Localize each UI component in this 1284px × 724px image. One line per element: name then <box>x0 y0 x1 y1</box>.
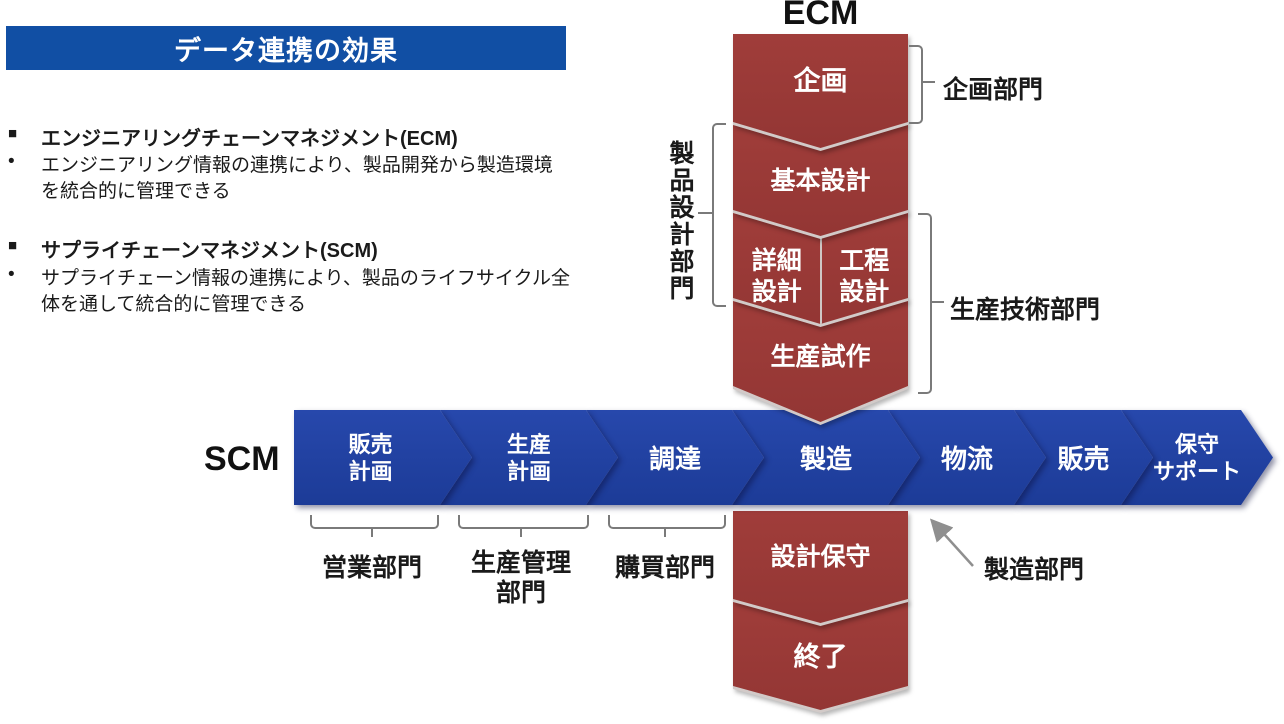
scm-step-label: 販売 計画 <box>348 431 393 484</box>
scm-step-label: 製造 <box>799 444 852 474</box>
scm-heading: サプライチェーンマネジメント(SCM) <box>41 240 378 262</box>
bracket-seisan-kanri-bumon <box>458 515 589 529</box>
chevron-shape: 販売 計画 <box>294 410 472 505</box>
ecm-step-kikaku: 企画 <box>733 34 908 148</box>
split-divider <box>820 236 822 324</box>
bracket-kikaku-bumon <box>909 45 923 124</box>
scm-body: サプライチェーン情報の連携により、製品のライフサイクル全 体を通して統合的に管理… <box>41 268 570 315</box>
ecm-heading: エンジニアリングチェーンマネジメント(ECM) <box>41 128 458 150</box>
ecm-step-label: 設計保守 <box>770 543 871 571</box>
ecm-step-label: 終了 <box>793 642 848 672</box>
seizou-bumon-arrow <box>929 518 974 567</box>
scm-step-label: 調達 <box>648 444 701 474</box>
bracket-tick <box>520 527 522 537</box>
bracket-tick <box>664 527 666 537</box>
bullet-square-icon: ■ <box>8 125 18 142</box>
dept-seizou-bumon: 製造部門 <box>984 556 1085 584</box>
bracket-seihin-sekkei-bumon <box>712 123 726 307</box>
dept-koubai-bumon: 購買部門 <box>615 554 716 582</box>
ecm-step-label: 生産試作 <box>770 343 871 371</box>
ecm-step-sekkei-hoshu: 設計保守 <box>733 511 908 623</box>
ecm-step-koutei-sekkei: 工程 設計 <box>839 247 890 306</box>
dept-eigyou-bumon: 営業部門 <box>322 554 423 582</box>
ecm-title: ECM <box>782 0 859 32</box>
ecm-step-label: 基本設計 <box>770 167 871 195</box>
panel-title-text: データ連携の効果 <box>174 35 398 66</box>
dept-seisan-gijutsu-bumon: 生産技術部門 <box>950 296 1101 324</box>
dept-seisan-kanri-bumon: 生産管理 部門 <box>470 549 571 607</box>
bracket-tick <box>698 212 712 214</box>
chevron-shape: 企画 <box>733 34 908 148</box>
scm-step-hanbai-keikaku: 販売 計画 <box>294 410 472 505</box>
ecm-body: エンジニアリング情報の連携により、製品開発から製造環境 を統合的に管理できる <box>41 155 553 202</box>
bracket-tick <box>921 81 935 83</box>
ecm-step-label: 企画 <box>793 65 848 96</box>
scm-title: SCM <box>204 440 280 478</box>
bullet-square-icon: ■ <box>8 237 18 254</box>
bracket-seisan-gijutsu-bumon <box>918 213 932 394</box>
dept-kikaku-bumon: 企画部門 <box>943 76 1044 104</box>
bracket-eigyou-bumon <box>310 515 439 529</box>
scm-step-label: 生産 計画 <box>506 431 551 484</box>
bracket-tick <box>371 527 373 537</box>
scm-step-label: 販売 <box>1057 444 1110 474</box>
panel-title-bar: データ連携の効果 <box>6 26 566 70</box>
scm-step-label: 物流 <box>940 444 993 474</box>
chevron-shape: 設計保守 <box>733 511 908 623</box>
dept-seihin-sekkei-bumon: 製品設計部門 <box>666 140 694 302</box>
bullet-dot-icon: • <box>8 151 15 172</box>
ecm-step-shousai-sekkei: 詳細 設計 <box>751 247 802 306</box>
bracket-koubai-bumon <box>608 515 726 529</box>
bracket-tick <box>930 301 944 303</box>
bullet-dot-icon: • <box>8 264 15 285</box>
scm-step-label: 保守 サポート <box>1152 431 1241 484</box>
